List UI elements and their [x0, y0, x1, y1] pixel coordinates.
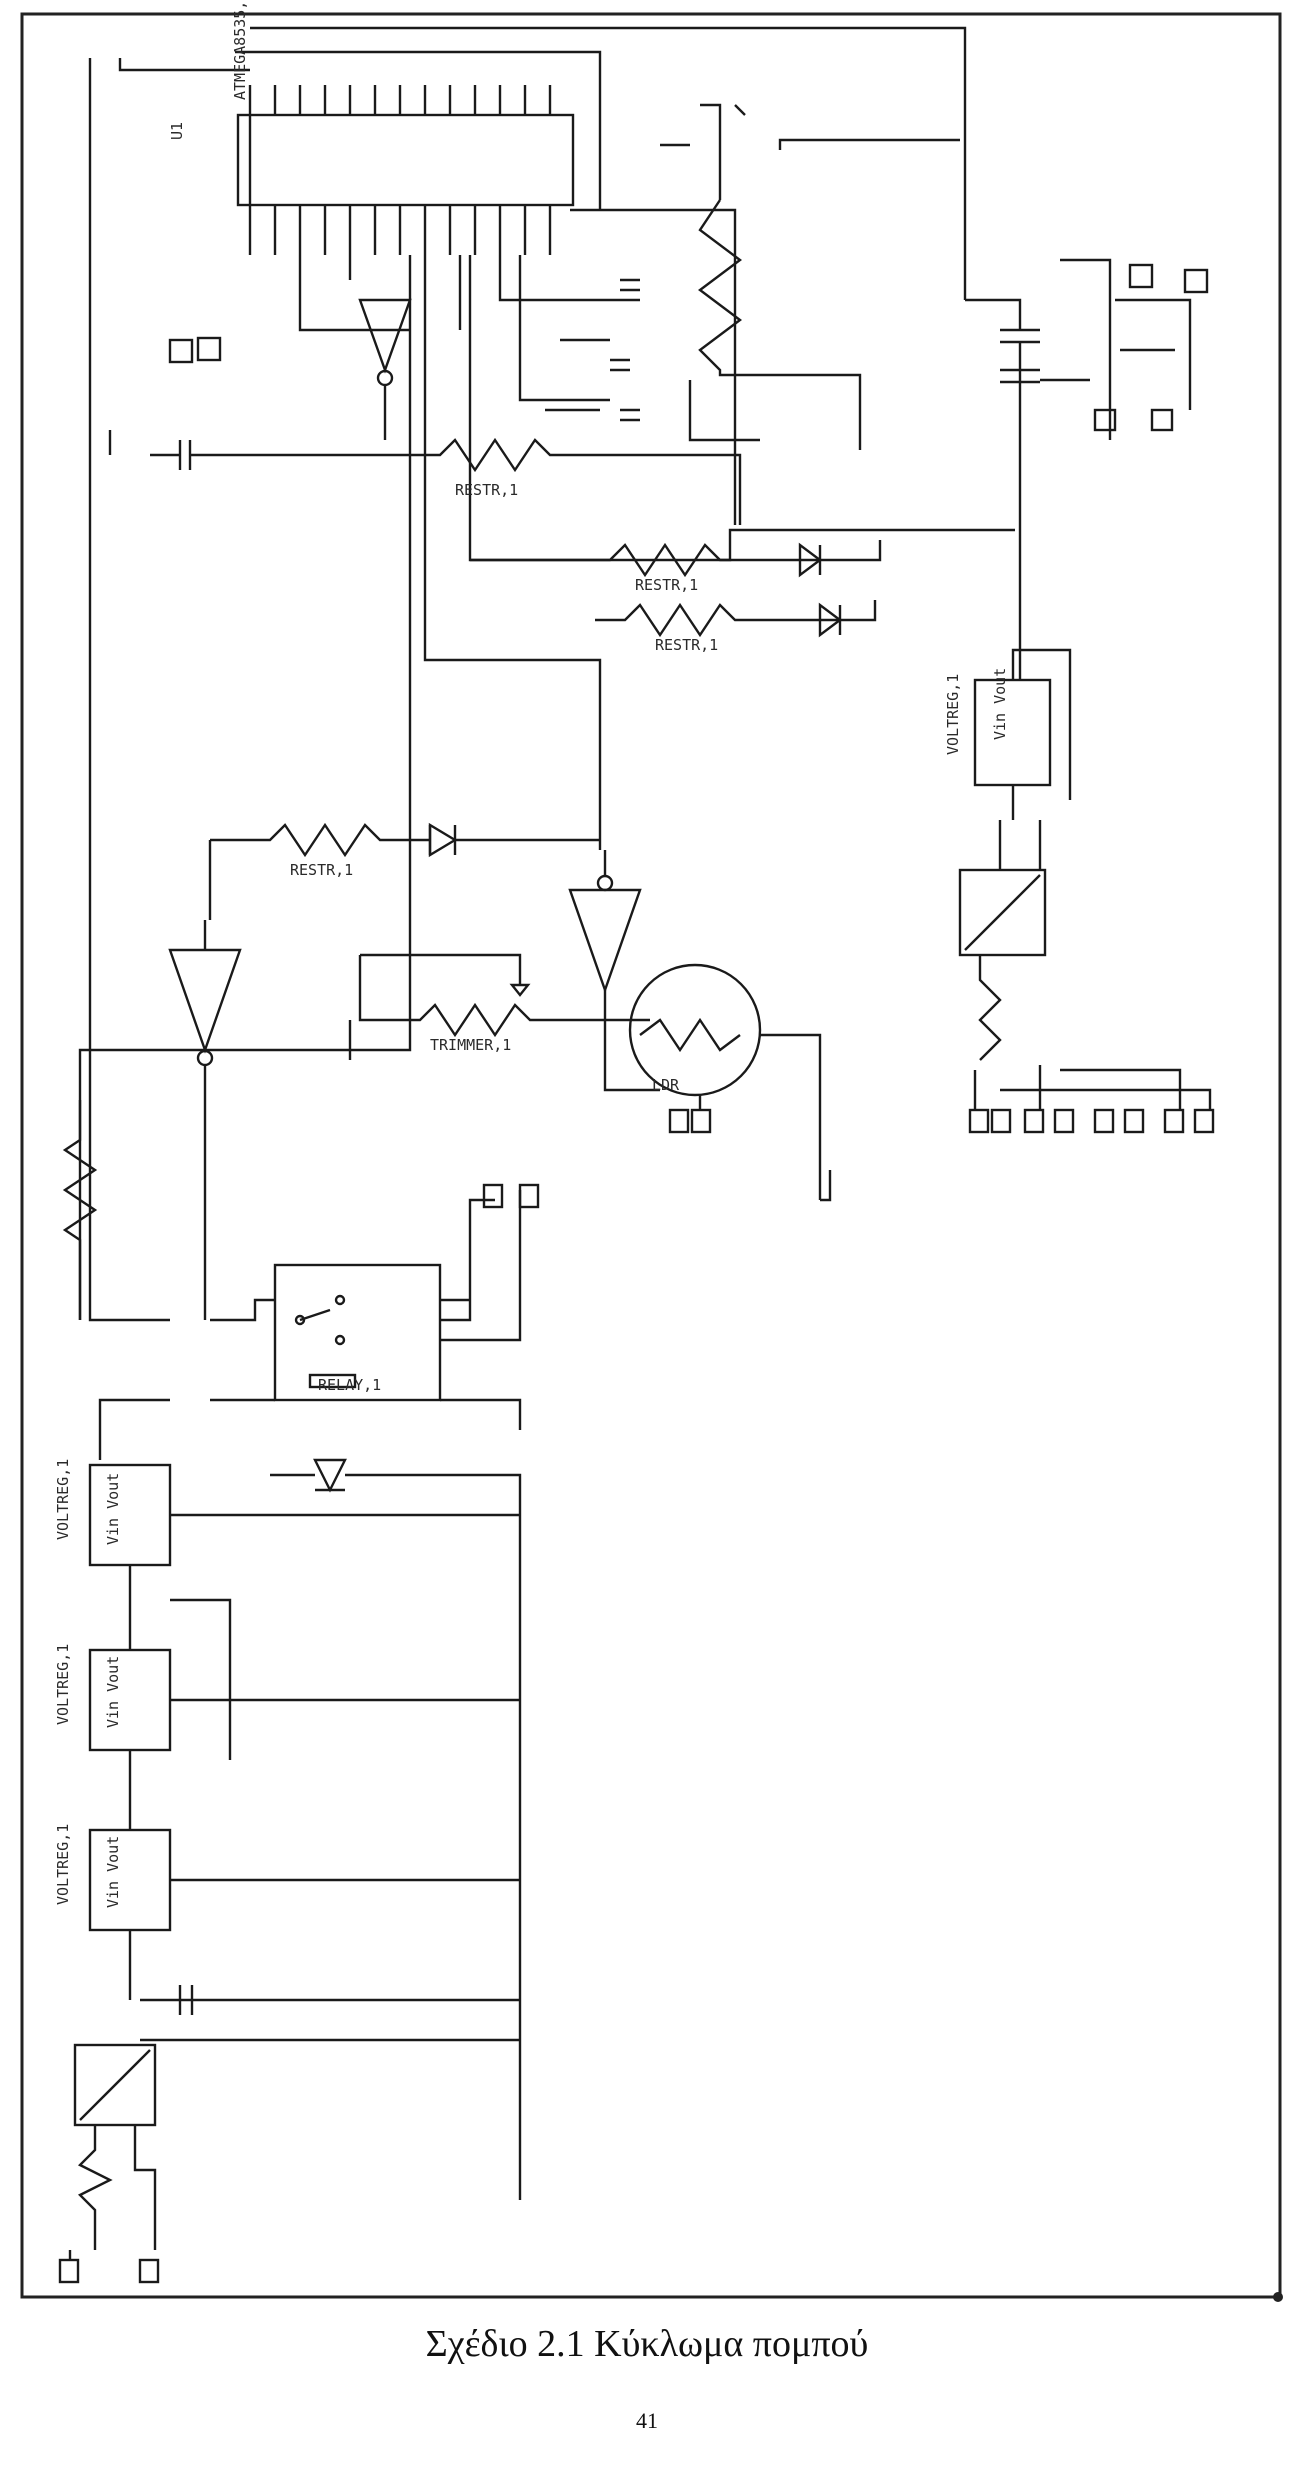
svg-text:ATMEGA8535,1: ATMEGA8535,1: [231, 0, 249, 100]
svg-text:RESTR,1: RESTR,1: [455, 481, 518, 499]
svg-text:RESTR,1: RESTR,1: [655, 636, 718, 654]
frame-corner-dot: [1273, 2292, 1283, 2302]
svg-text:RESTR,1: RESTR,1: [290, 861, 353, 879]
svg-text:VOLTREG,1: VOLTREG,1: [54, 1459, 72, 1540]
figure-frame: [20, 12, 1282, 2299]
svg-text:VOLTREG,1: VOLTREG,1: [944, 674, 962, 755]
figure-caption: Σχέδιο 2.1 Κύκλωμα πομπού: [425, 2323, 869, 2365]
schematic-annotations: ATMEGA8535,1 U1 Vin Vout Vin Vout Vin Vo…: [54, 0, 1009, 1908]
svg-text:TRIMMER,1: TRIMMER,1: [430, 1036, 511, 1054]
svg-text:U1: U1: [168, 122, 186, 140]
svg-text:RELAY,1: RELAY,1: [318, 1376, 381, 1394]
svg-text:RESTR,1: RESTR,1: [635, 576, 698, 594]
wires: [58, 26, 1215, 2284]
svg-text:Vin Vout: Vin Vout: [104, 1656, 122, 1728]
svg-text:VOLTREG,1: VOLTREG,1: [54, 1824, 72, 1905]
svg-text:Vin Vout: Vin Vout: [104, 1473, 122, 1545]
svg-text:LDR: LDR: [652, 1076, 680, 1094]
page-number: 41: [636, 2408, 658, 2433]
svg-text:Vin Vout: Vin Vout: [991, 668, 1009, 740]
svg-text:Vin Vout: Vin Vout: [104, 1836, 122, 1908]
svg-text:VOLTREG,1: VOLTREG,1: [54, 1644, 72, 1725]
